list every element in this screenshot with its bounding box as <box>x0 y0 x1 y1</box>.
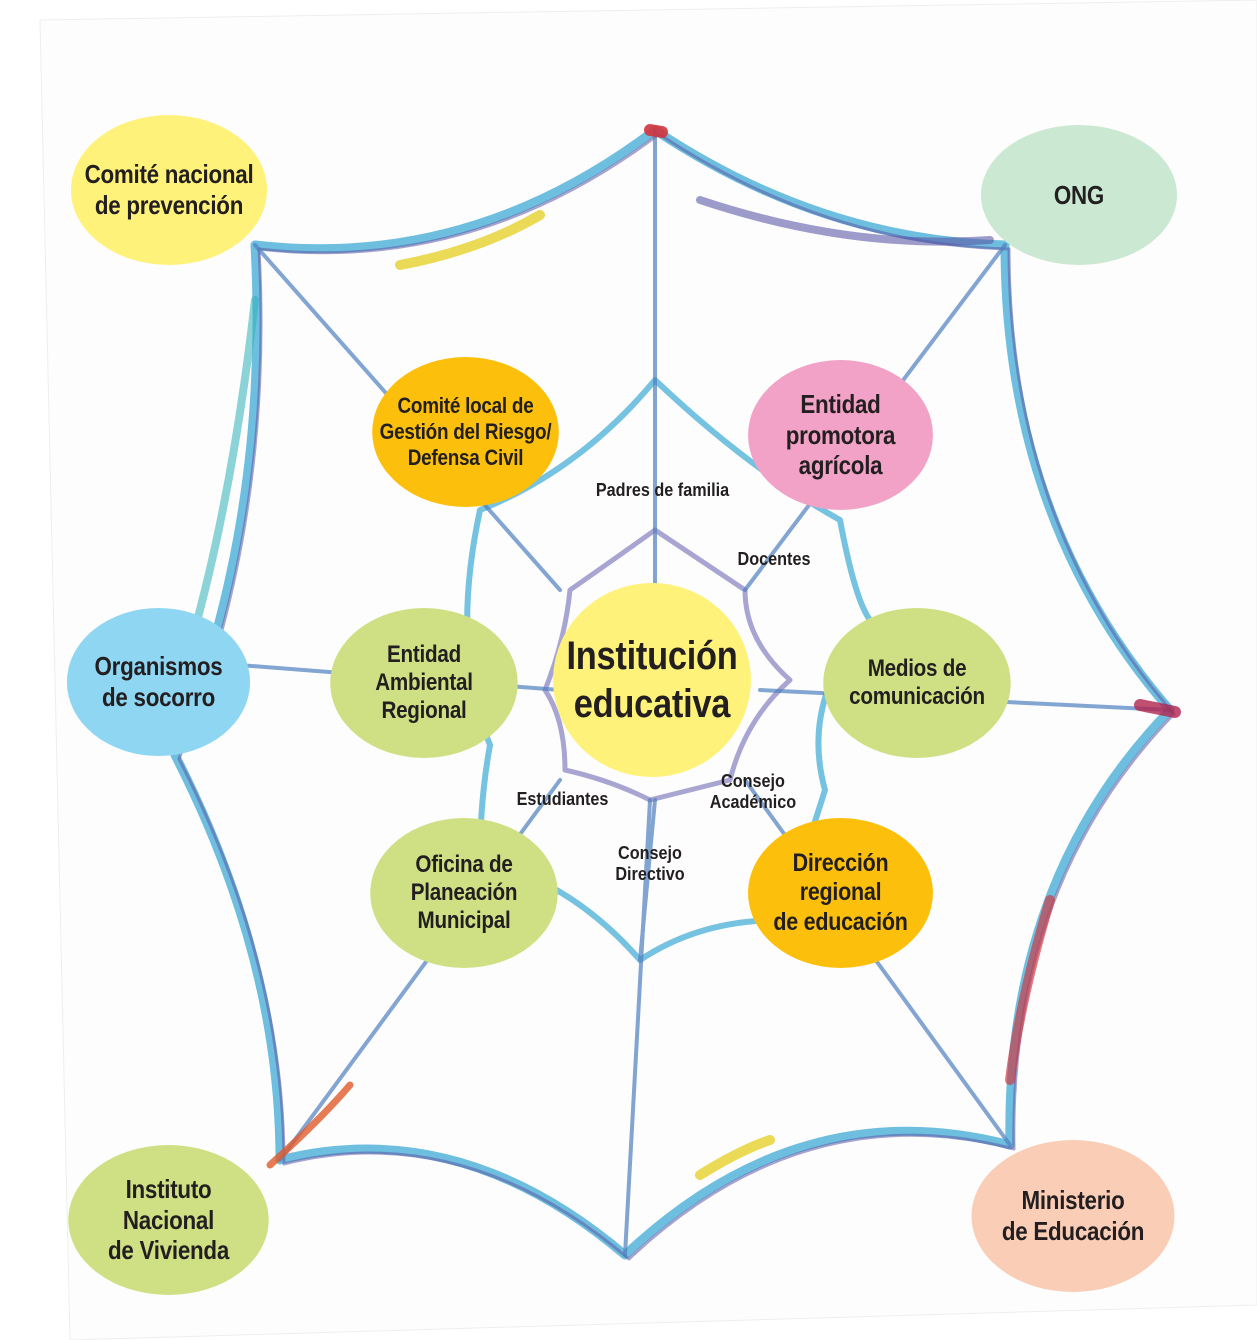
node-ong-label: ONG <box>1053 179 1105 210</box>
node-instituto-vivienda-label: Instituto Nacional de Vivienda <box>107 1173 230 1266</box>
label-estudiantes: Estudiantes <box>516 789 609 809</box>
label-consejo-directivo: Consejo Directivo <box>615 843 685 884</box>
node-organismos-socorro-label: Organismos de socorro <box>94 651 223 712</box>
node-medios-comunicacion: Medios de comunicación <box>823 608 1011 758</box>
label-docentes: Docentes <box>737 549 811 569</box>
outer-web-ring-shade <box>177 132 1176 1261</box>
node-comite-local: Comité local de Gestión del Riesgo/ Defe… <box>372 357 559 507</box>
node-entidad-ambiental: Entidad Ambiental Regional <box>330 608 518 758</box>
node-oficina-planeacion: Oficina de Planeación Municipal <box>370 818 558 968</box>
node-ong: ONG <box>980 125 1178 265</box>
node-ministerio-educacion: Ministerio de Educación <box>971 1140 1175 1292</box>
node-comite-local-label: Comité local de Gestión del Riesgo/ Defe… <box>379 393 552 470</box>
node-organismos-socorro: Organismos de socorro <box>66 608 251 756</box>
node-entidad-ambiental-label: Entidad Ambiental Regional <box>375 640 473 725</box>
node-institucion-educativa: Institución educativa <box>553 583 751 777</box>
accent-orange-stroke <box>266 1081 354 1169</box>
accent-purple-stroke <box>696 196 994 246</box>
label-padres-de-familia: Padres de familia <box>595 480 730 500</box>
node-comite-nacional-label: Comité nacional de prevención <box>84 159 254 220</box>
accent-red-top <box>644 124 668 138</box>
label-consejo-academico: Consejo Académico <box>709 771 797 812</box>
node-institucion-educativa-label: Institución educativa <box>566 634 738 726</box>
node-comite-nacional: Comité nacional de prevención <box>70 115 268 265</box>
node-oficina-planeacion-label: Oficina de Planeación Municipal <box>410 850 518 935</box>
accent-yellow-bottom <box>695 1135 775 1180</box>
node-direccion-regional-label: Dirección regional de educación <box>773 848 908 936</box>
accent-yellow-stroke <box>395 210 545 270</box>
node-direccion-regional: Dirección regional de educación <box>748 818 933 968</box>
accent-red-knot <box>1134 699 1181 718</box>
node-entidad-promotora: Entidad promotora agrícola <box>748 360 933 510</box>
node-instituto-vivienda: Instituto Nacional de Vivienda <box>68 1145 269 1295</box>
accent-red-stroke <box>1005 895 1055 1085</box>
node-ministerio-educacion-label: Ministerio de Educación <box>1001 1185 1145 1246</box>
node-entidad-promotora-label: Entidad promotora agrícola <box>785 388 896 481</box>
inner-web-ring <box>542 527 793 803</box>
node-medios-comunicacion-label: Medios de comunicación <box>849 654 985 710</box>
